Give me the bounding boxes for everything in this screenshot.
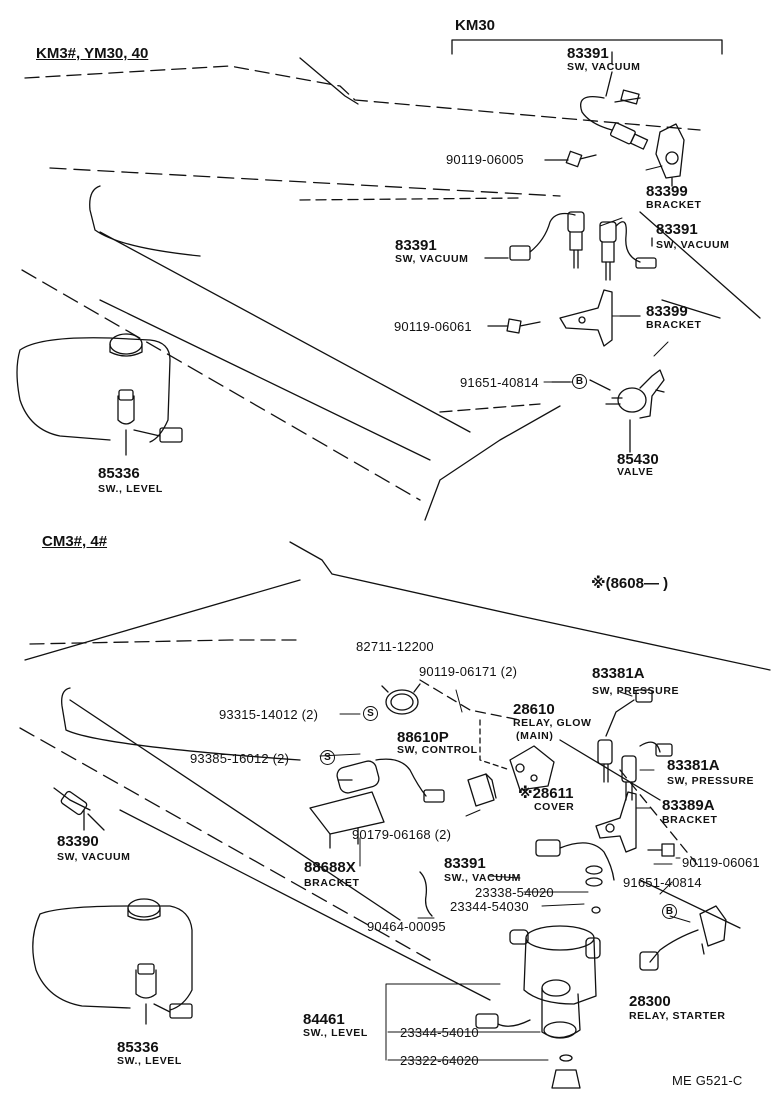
part-desc-sw-pressure: SW, PRESSURE: [592, 685, 680, 697]
vacuum-switch-83390: [53, 787, 105, 831]
part-desc-cover: COVER: [534, 801, 575, 813]
part-number-93315-14012: 93315-14012 (2): [219, 707, 319, 722]
diagram-code-footer: ME G521-C: [672, 1073, 743, 1088]
valve-85430: [551, 369, 665, 453]
reservoir-tank-top: [16, 333, 183, 456]
part-desc-sw-control: SW, CONTROL: [397, 744, 478, 756]
clip-90464: [419, 871, 433, 917]
reference-mark-s: S: [320, 750, 335, 765]
part-desc-bracket: BRACKET: [646, 199, 702, 211]
reservoir-tank-bottom: [32, 898, 193, 1025]
part-number-90179-06168: 90179-06168 (2): [352, 827, 452, 842]
section-header-serial-range: ※(8608— ): [591, 575, 669, 592]
part-number-85430: 85430: [617, 451, 659, 468]
part-desc-bracket: BRACKET: [662, 814, 718, 826]
part-desc-sw-vacuum: SW., VACUUM: [444, 872, 521, 884]
part-desc-sw-vacuum: SW, VACUUM: [567, 61, 641, 73]
starter-relay-28300: [639, 905, 727, 971]
section-header-km30: KM30: [455, 17, 496, 34]
reference-mark-b: B: [662, 904, 677, 919]
part-desc-sw-vacuum: SW, VACUUM: [57, 851, 131, 863]
part-number-83391: 83391: [395, 237, 437, 254]
pressure-switch-83381a-lower: [621, 741, 673, 801]
part-number-90464-00095: 90464-00095: [367, 919, 446, 934]
part-number-84461: 84461: [303, 1011, 345, 1028]
bottom-body-outline: [19, 541, 771, 1001]
part-number-83399: 83399: [646, 183, 688, 200]
level-switch-84461: [475, 925, 601, 1089]
part-number-83399: 83399: [646, 303, 688, 320]
km30-bracket-line: [451, 39, 723, 55]
vacuum-switch-83391-right: [599, 221, 657, 281]
part-desc-sw-level: SW., LEVEL: [303, 1027, 368, 1039]
part-number-83391: 83391: [567, 45, 609, 62]
part-number-28610: 28610: [513, 701, 555, 718]
part-number-91651-40814: 91651-40814: [623, 875, 702, 890]
part-desc-bracket: BRACKET: [646, 319, 702, 331]
part-number-88610p: 88610P: [397, 729, 449, 746]
part-number-90119-06061: 90119-06061: [394, 319, 472, 334]
glow-relay-28610: [479, 719, 555, 791]
part-desc-sw-pressure: SW, PRESSURE: [667, 775, 755, 787]
top-body-outline: [21, 57, 761, 521]
part-number-90119-06061: 90119-06061: [682, 855, 760, 870]
part-number-28300: 28300: [629, 993, 671, 1010]
bracket-83389a: [595, 791, 637, 853]
part-number-23338-54020: 23338-54020: [475, 885, 554, 900]
part-desc-sw-vacuum: SW, VACUUM: [656, 239, 730, 251]
part-desc-main: (MAIN): [516, 730, 554, 742]
part-number-83390: 83390: [57, 833, 99, 850]
part-number-83389a: 83389A: [662, 797, 715, 814]
part-number-85336: 85336: [98, 465, 140, 482]
control-switch-88610p: [309, 758, 445, 849]
cover-28611: [467, 773, 497, 807]
part-number-23344-54030: 23344-54030: [450, 899, 529, 914]
part-desc-relay-starter: RELAY, STARTER: [629, 1010, 726, 1022]
part-number-83381a: 83381A: [592, 665, 645, 682]
bolt-90119-06061-top: [487, 318, 541, 334]
part-number-83391: 83391: [444, 855, 486, 872]
part-number-91651-40814: 91651-40814: [460, 375, 539, 390]
reference-mark-s: S: [363, 706, 378, 721]
part-number-90119-06005: 90119-06005: [446, 152, 524, 167]
section-header-cm3-4: CM3#, 4#: [42, 533, 108, 550]
part-number-88688x: 88688X: [304, 859, 356, 876]
bolt-90119-06005: [544, 150, 597, 168]
part-desc-bracket: BRACKET: [304, 877, 360, 889]
vacuum-switch-83391-top: [580, 71, 649, 150]
part-number-85336: 85336: [117, 1039, 159, 1056]
part-number-90119-06171: 90119-06171 (2): [419, 664, 518, 679]
bolt-90119-06061-lower: [647, 843, 675, 857]
part-desc-sw-level: SW., LEVEL: [98, 483, 163, 495]
part-desc-valve: VALVE: [617, 466, 654, 478]
section-header-km3-ym30-40: KM3#, YM30, 40: [36, 45, 149, 62]
part-desc-sw-vacuum: SW, VACUUM: [395, 253, 469, 265]
vacuum-switch-83391-left: [484, 211, 585, 269]
part-desc-relay-glow: RELAY, GLOW: [513, 717, 592, 729]
bracket-83399-bottom: [559, 289, 641, 347]
part-number-28611: ※28611: [518, 785, 574, 802]
part-number-93385-16012: 93385-16012 (2): [190, 751, 290, 766]
reference-mark-b: B: [572, 374, 587, 389]
hose-clamp-82711: [381, 683, 421, 715]
vacuum-switch-83391-lower: [535, 839, 615, 914]
part-desc-sw-level: SW., LEVEL: [117, 1055, 182, 1067]
leaders-top: [543, 165, 669, 383]
part-number-23344-54010: 23344-54010: [400, 1025, 479, 1040]
part-number-23322-64020: 23322-64020: [400, 1053, 479, 1068]
part-number-82711-12200: 82711-12200: [356, 639, 434, 654]
part-number-83381a: 83381A: [667, 757, 720, 774]
pressure-switch-83381a-upper: [597, 689, 653, 783]
part-number-83391: 83391: [656, 221, 698, 238]
bracket-83399-top: [655, 123, 685, 187]
